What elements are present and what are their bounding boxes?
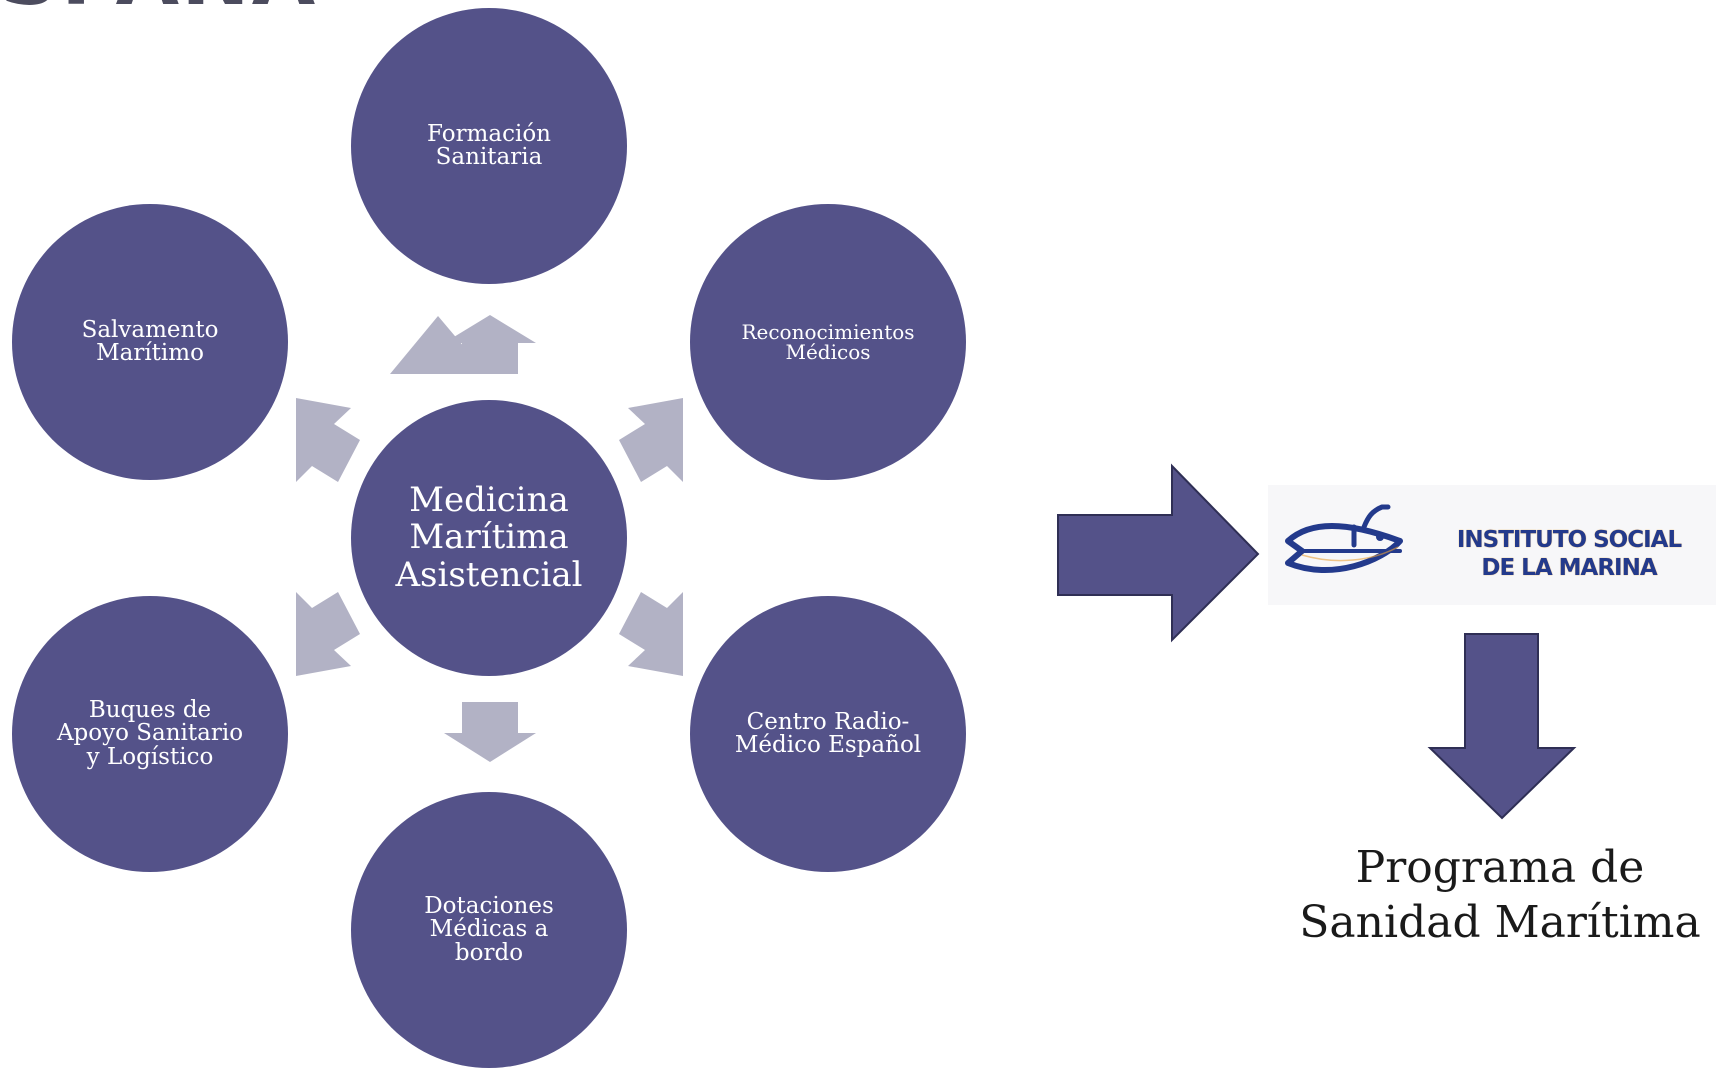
program-label: Programa de Sanidad Marítima — [1299, 842, 1701, 948]
arrow-upper-left — [296, 398, 360, 482]
node-lower-right: Centro Radio-Médico Español — [690, 596, 966, 872]
slide-title: SPAÑA — [0, 0, 317, 18]
arrow-up — [444, 315, 536, 374]
node-upper-right-label: Reconocimientos Médicos — [741, 319, 915, 364]
arrow-upper-right — [619, 398, 683, 482]
center-node-label: Medicina Marítima Asistencial — [395, 479, 583, 595]
node-lower-left-label: Buques de Apoyo Sanitario y Logístico — [56, 696, 244, 770]
node-upper-left-label: Salvamento Marítimo — [81, 316, 219, 366]
node-top-label: Formación Sanitaria — [427, 120, 551, 170]
arrow-lower-right — [619, 592, 683, 676]
instituto-social-marina-logo: INSTITUTO SOCIAL DE LA MARINA — [1268, 485, 1716, 605]
big-right-arrow — [1057, 463, 1260, 643]
node-upper-left: Salvamento Marítimo — [12, 204, 288, 480]
arrow-down — [444, 702, 536, 762]
node-lower-left: Buques de Apoyo Sanitario y Logístico — [12, 596, 288, 872]
node-upper-right: Reconocimientos Médicos — [690, 204, 966, 480]
arrow-lower-left — [296, 592, 360, 676]
node-top: Formación Sanitaria — [351, 8, 627, 284]
logo-line-2: DE LA MARINA — [1481, 554, 1657, 581]
node-bottom: Dotaciones Médicas a bordo — [351, 792, 627, 1068]
big-down-arrow — [1427, 633, 1577, 820]
node-bottom-label: Dotaciones Médicas a bordo — [424, 892, 554, 966]
node-lower-right-label: Centro Radio-Médico Español — [734, 708, 922, 758]
fish-emblem-icon — [1285, 504, 1403, 573]
logo-text: INSTITUTO SOCIAL DE LA MARINA — [1434, 527, 1704, 582]
logo-line-1: INSTITUTO SOCIAL — [1456, 527, 1682, 553]
center-node: Medicina Marítima Asistencial — [351, 400, 627, 676]
